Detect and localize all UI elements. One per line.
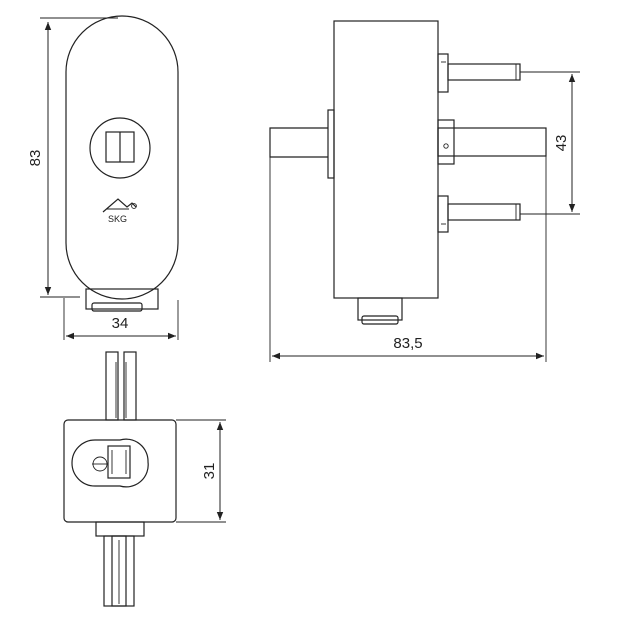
- lower-pin: [437, 195, 449, 233]
- dimension-width: 34: [66, 315, 176, 340]
- top-lower-plate: [95, 521, 145, 537]
- side-body: [333, 20, 439, 299]
- front-view: SKG: [40, 15, 179, 340]
- skg-logo: SKG: [102, 198, 137, 224]
- dimension-side-length: 83,5: [272, 335, 544, 360]
- upper-pin: [437, 53, 449, 93]
- dimension-top-height: 31: [201, 422, 224, 520]
- front-body: [65, 15, 179, 300]
- cylinder-ring: [89, 117, 151, 179]
- dimension-side-length-label: 83,5: [393, 335, 422, 352]
- side-view: [269, 20, 580, 362]
- top-body: [63, 419, 177, 523]
- side-bottom-cap: [357, 297, 403, 321]
- dimension-side-height: 43: [553, 74, 576, 212]
- top-cylinder: [71, 438, 149, 488]
- side-flange: [327, 109, 335, 179]
- top-view: [63, 351, 226, 607]
- dimension-height-label: 83: [27, 150, 44, 167]
- dimension-height: 83: [27, 22, 52, 295]
- dimension-top-height-label: 31: [201, 463, 218, 480]
- dimension-width-label: 34: [112, 315, 129, 332]
- dimension-side-height-label: 43: [553, 135, 570, 152]
- front-bottom-cap: [85, 288, 159, 310]
- logo-text: SKG: [108, 214, 127, 224]
